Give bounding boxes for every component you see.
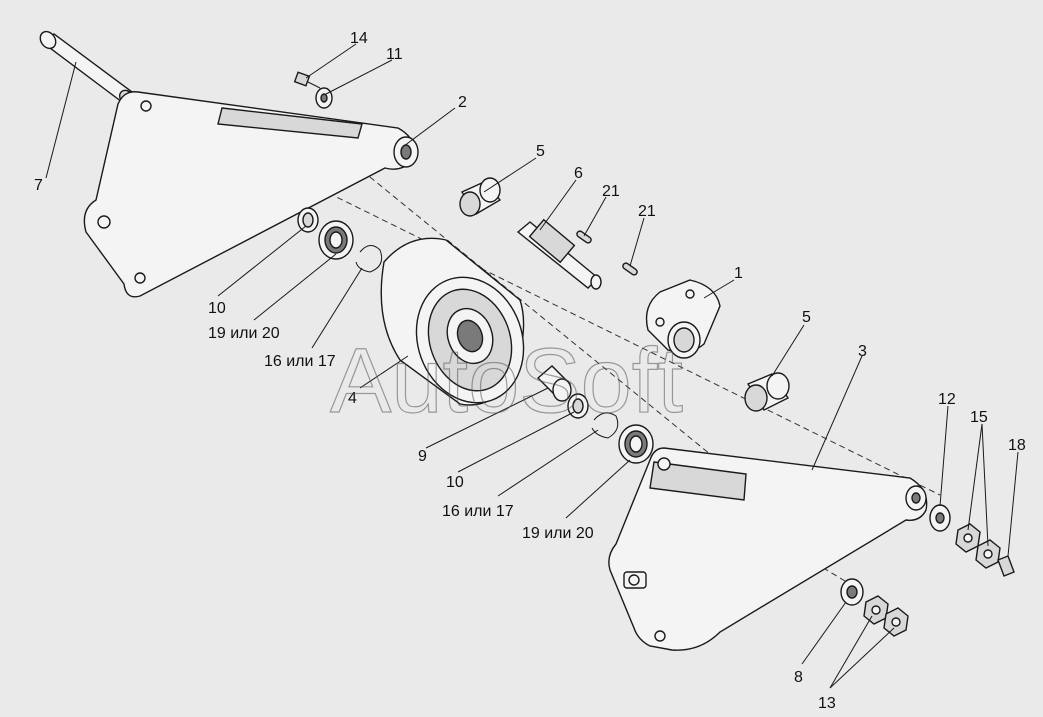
washer-part-11 — [315, 87, 333, 109]
nut-part-13-b — [883, 607, 909, 637]
pin-part-7 — [39, 30, 134, 105]
callout-15: 15 — [970, 409, 988, 426]
callout-13: 13 — [818, 695, 836, 712]
callout-16-upper: 16 или 17 — [264, 353, 336, 370]
lower-plate-part-3 — [608, 447, 928, 651]
bushing-part-5-upper — [459, 177, 502, 217]
callout-10-upper: 10 — [208, 300, 226, 317]
callout-18: 18 — [1008, 437, 1026, 454]
key-part-21-b — [622, 262, 638, 276]
snap-ring-part-16-upper — [355, 245, 383, 273]
sleeve-part-9 — [536, 365, 572, 402]
callout-11: 11 — [386, 46, 403, 63]
callout-5-upper: 5 — [536, 143, 545, 160]
grease-fitting-part-18 — [997, 555, 1015, 577]
callout-5-lower: 5 — [802, 309, 811, 326]
nut-part-15-b — [975, 539, 1001, 569]
flange-part-1 — [645, 279, 721, 359]
bolt-part-14 — [293, 71, 321, 89]
callout-21-a: 21 — [602, 183, 620, 200]
washer-part-8 — [840, 578, 864, 606]
upper-plate-part-2 — [83, 91, 419, 298]
callout-3: 3 — [858, 343, 867, 360]
callout-4: 4 — [348, 390, 357, 407]
spacer-part-10-lower — [567, 393, 589, 419]
callout-14: 14 — [350, 30, 368, 47]
callout-21-b: 21 — [638, 203, 656, 220]
callout-16-lower: 16 или 17 — [442, 503, 514, 520]
callout-12: 12 — [938, 391, 956, 408]
bearing-part-19-lower — [618, 424, 654, 464]
callout-1: 1 — [734, 265, 743, 282]
lower-axis-line — [659, 469, 861, 591]
bearing-part-19-upper — [318, 220, 354, 260]
key-part-21-a — [576, 230, 592, 244]
callout-6: 6 — [574, 165, 583, 182]
callout-19-lower: 19 или 20 — [522, 525, 594, 542]
callout-2: 2 — [458, 94, 467, 111]
callout-7: 7 — [34, 177, 43, 194]
callout-19-upper: 19 или 20 — [208, 325, 280, 342]
callout-9: 9 — [418, 448, 427, 465]
callout-8: 8 — [794, 669, 803, 686]
nut-part-13-a — [863, 595, 889, 625]
leader-lines — [45, 43, 1019, 689]
axle-part-6 — [516, 218, 602, 290]
watermark: AutoSoft — [330, 330, 683, 432]
spacer-part-10-upper — [297, 207, 319, 233]
roller-part-4 — [380, 237, 525, 406]
snap-ring-part-16-lower — [591, 412, 619, 439]
callout-10-lower: 10 — [446, 474, 464, 491]
washer-part-12 — [929, 504, 951, 532]
upper-axis-line — [139, 99, 941, 496]
bushing-part-5-lower — [744, 372, 790, 412]
